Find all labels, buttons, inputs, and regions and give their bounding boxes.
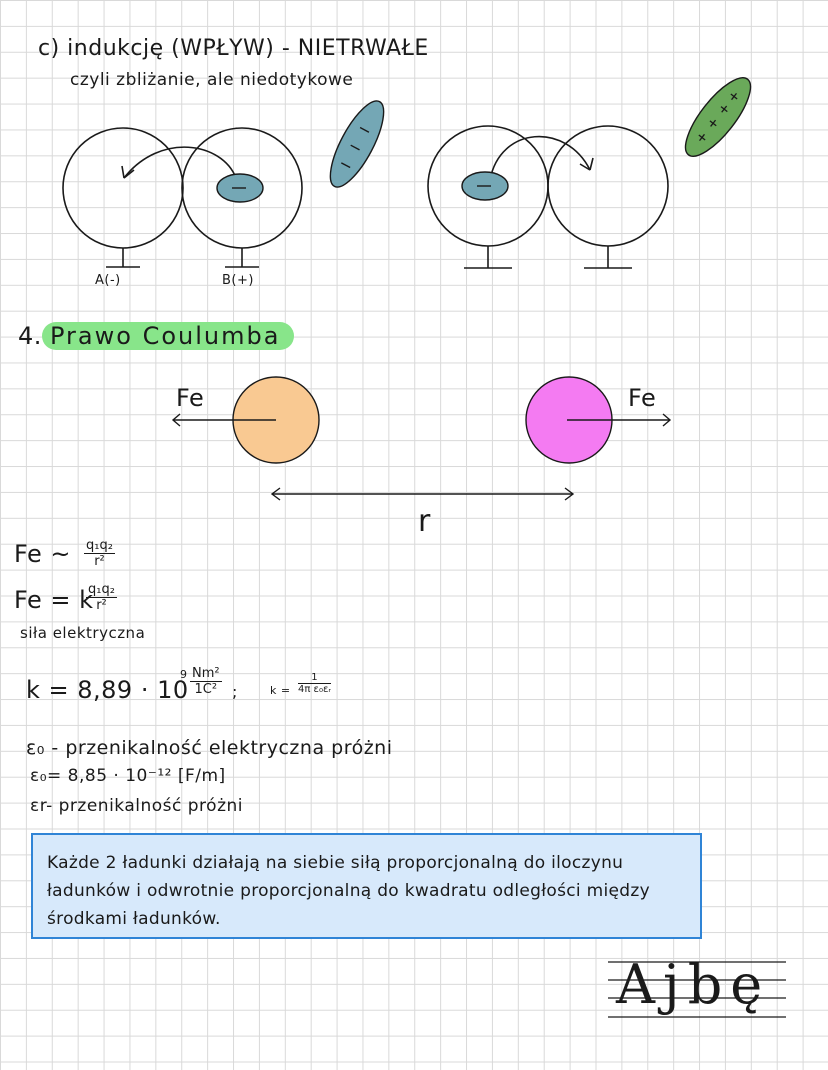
k-formula-fraction: 1 4π ε₀εᵣ [298, 672, 331, 695]
k-separator: ; [232, 682, 238, 701]
coulomb-law-definition-text: Każde 2 ładunki działają na siebie siłą … [47, 853, 650, 929]
epsilon-zero-value: ε₀= 8,85 · 10⁻¹² [F/m] [30, 766, 226, 786]
force-name: siła elektryczna [20, 624, 146, 642]
k-formula-lhs: k = [270, 684, 291, 697]
sphere-b-label: B(+) [222, 273, 254, 288]
fraction-proportional: q₁q₂ r² [84, 538, 115, 569]
epsilon-zero-definition: ε₀ - przenikalność elektryczna próżni [26, 737, 393, 759]
distance-label: r [418, 504, 431, 539]
section-number: 4. [18, 322, 42, 350]
k-exponent: 9 [180, 668, 188, 681]
proportional-formula: Fe ~ [14, 540, 71, 568]
epsilon-r-definition: εr- przenikalność próżni [30, 796, 243, 816]
k-units-denominator: 1C² [194, 682, 218, 697]
k-formula-numerator: 1 [298, 672, 331, 684]
fraction-denominator-2: r² [96, 598, 107, 613]
writing-guidelines [608, 961, 786, 1018]
equality-formula: Fe = k [14, 586, 94, 614]
k-formula-denominator: 4π ε₀εᵣ [298, 684, 331, 695]
fraction-equality: q₁q₂ r² [86, 582, 117, 613]
fraction-numerator-2: q₁q₂ [86, 582, 117, 598]
force-label-left: Fe [176, 384, 205, 412]
force-label-right: Fe [628, 384, 657, 412]
handwriting-practice-letters: Ajbę [616, 953, 771, 1016]
transfer-arrow-right [489, 135, 591, 181]
fraction-numerator: q₁q₂ [84, 538, 115, 554]
section-c-title: c) indukcję (WPŁYW) - NIETRWAŁE [38, 36, 429, 61]
section-c-subtitle: czyli zbliżanie, ale niedotykowe [70, 70, 354, 90]
coulomb-law-definition-box: Każde 2 ładunki działają na siebie siłą … [31, 833, 702, 939]
transfer-arrow-left [123, 146, 237, 179]
sphere-a-label: A(-) [95, 273, 121, 288]
sphere-a [62, 127, 184, 249]
k-units-numerator: Nm² [190, 666, 222, 682]
section-title: Prawo Coulumba [42, 322, 295, 350]
k-units: Nm² 1C² [190, 666, 222, 697]
fraction-denominator: r² [94, 554, 105, 569]
k-value: k = 8,89 · 10 [26, 676, 189, 704]
negative-rod [329, 100, 385, 188]
positive-rod [684, 77, 752, 157]
